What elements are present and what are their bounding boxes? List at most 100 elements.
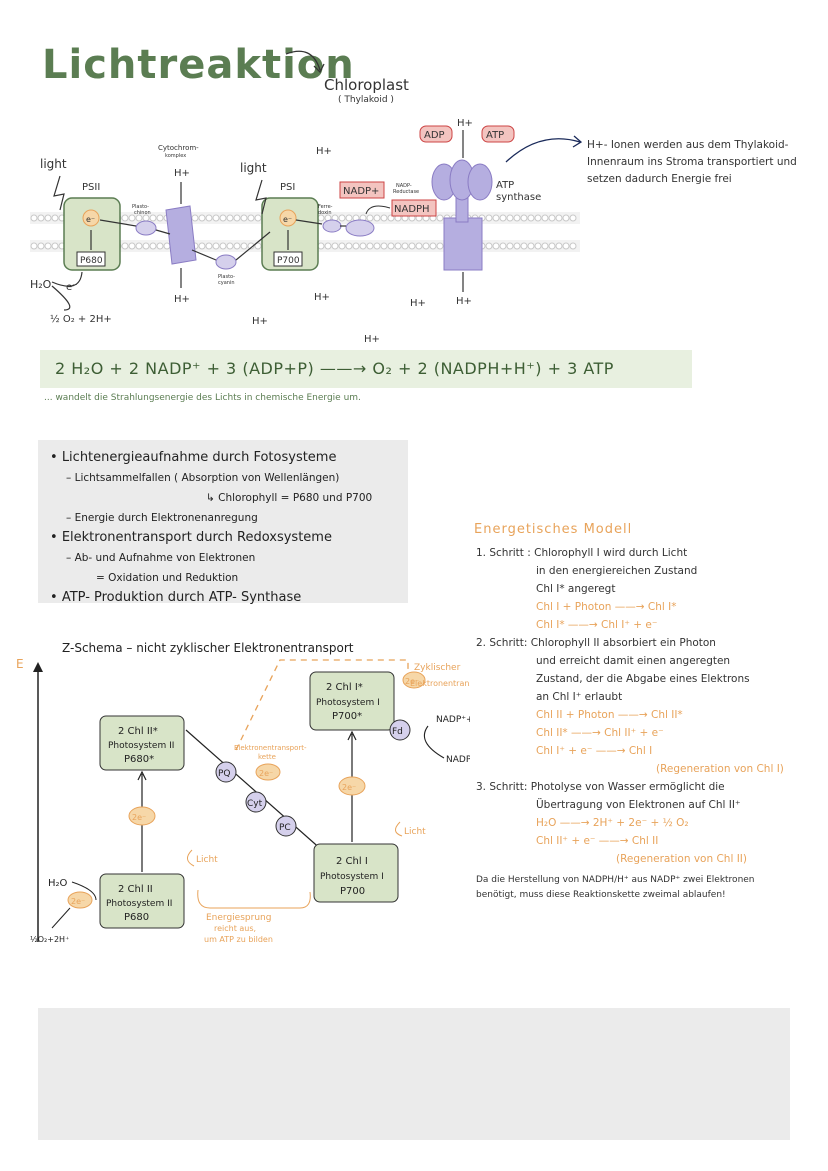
svg-text:NADP⁺+2H⁺: NADP⁺+2H⁺ xyxy=(436,715,470,725)
svg-text:P700: P700 xyxy=(277,256,300,266)
lipid-head xyxy=(394,242,402,250)
svg-text:Cytochrom-: Cytochrom- xyxy=(158,144,199,152)
svg-text:2 Chl II: 2 Chl II xyxy=(118,884,153,895)
ps2-ground-box xyxy=(99,873,185,929)
svg-text:P680*: P680* xyxy=(124,754,154,765)
summary-list: • Lichtenergieaufnahme durch Fotosysteme… xyxy=(50,448,372,608)
lipid-head xyxy=(555,242,563,250)
lipid-head xyxy=(485,242,493,250)
equation-note: ... wandelt die Strahlungsenergie des Li… xyxy=(44,393,361,403)
summary-box xyxy=(38,440,408,603)
lipid-head xyxy=(142,242,150,250)
svg-text:synthase: synthase xyxy=(496,192,541,203)
lipid-head xyxy=(569,242,577,250)
svg-text:P680: P680 xyxy=(124,912,149,923)
lipid-head xyxy=(205,242,213,250)
lipid-head xyxy=(520,214,528,222)
ps2-excited-box xyxy=(99,715,185,771)
atp-synthase-base xyxy=(443,217,483,271)
light-label-2: light xyxy=(240,161,267,175)
svg-text:2e⁻: 2e⁻ xyxy=(132,813,146,822)
text-line: Chl II* ——→ Chl II⁺ + e⁻ xyxy=(536,727,664,739)
lipid-head xyxy=(121,214,129,222)
lipid-head xyxy=(30,214,38,222)
energy-model-title: Energetisches Modell xyxy=(474,522,633,537)
list-item: = Oxidation und Reduktion xyxy=(96,572,239,584)
lipid-head xyxy=(226,242,234,250)
lipid-head xyxy=(562,242,570,250)
svg-text:cyanin: cyanin xyxy=(218,280,235,286)
text-line: und erreicht damit einen angeregten xyxy=(536,655,731,667)
lipid-head xyxy=(541,214,549,222)
text-line: in den energiereichen Zustand xyxy=(536,565,698,577)
svg-text:Elektronentransport: Elektronentransport xyxy=(410,679,470,688)
lipid-head xyxy=(121,242,129,250)
text-line: an Chl I⁺ erlaubt xyxy=(536,691,623,703)
lipid-head xyxy=(422,242,430,250)
p700-box xyxy=(273,251,303,267)
svg-text:e⁻: e⁻ xyxy=(283,215,292,224)
lipid-head xyxy=(128,242,136,250)
lipid-head xyxy=(149,214,157,222)
svg-text:NADP-: NADP- xyxy=(396,183,412,189)
svg-text:chinon: chinon xyxy=(134,210,151,216)
svg-text:2e⁻: 2e⁻ xyxy=(259,769,273,778)
lipid-head xyxy=(44,242,52,250)
lipid-head xyxy=(569,214,577,222)
empty-panel xyxy=(38,1008,790,1140)
lipid-head xyxy=(527,242,535,250)
lipid-head xyxy=(380,242,388,250)
text-line: 3. Schritt: Photolyse von Wasser ermögli… xyxy=(476,781,725,793)
lipid-head xyxy=(219,214,227,222)
lipid-head xyxy=(366,242,374,250)
list-item: • ATP- Produktion durch ATP- Synthase xyxy=(50,590,302,605)
electron-icon xyxy=(279,209,297,227)
text-line: benötigt, muss diese Reaktionskette zwei… xyxy=(476,890,726,900)
subtitle: Chloroplast xyxy=(324,76,409,94)
lipid-head xyxy=(226,214,234,222)
lipid-head xyxy=(548,242,556,250)
svg-text:H₂O: H₂O xyxy=(30,278,52,291)
energy-model-text: 1. Schritt : Chlorophyll I wird durch Li… xyxy=(476,544,806,902)
two-electron-badge xyxy=(128,806,156,826)
svg-text:NADPH: NADPH xyxy=(394,204,430,215)
proton-note: H+- Ionen werden aus dem Thylakoid- Inne… xyxy=(587,139,797,185)
svg-text:Plasto-: Plasto- xyxy=(132,204,149,210)
lipid-head xyxy=(555,214,563,222)
pq-carrier xyxy=(215,761,237,783)
list-item: • Elektronentransport durch Redoxsysteme xyxy=(50,530,332,545)
lipid-head xyxy=(401,242,409,250)
svg-text:Energiesprung: Energiesprung xyxy=(206,913,271,923)
lipid-head xyxy=(345,242,353,250)
lipid-head xyxy=(163,242,171,250)
lipid-head xyxy=(37,214,45,222)
svg-text:2 Chl I*: 2 Chl I* xyxy=(326,682,363,693)
lipid-head xyxy=(338,214,346,222)
svg-text:Cyt: Cyt xyxy=(247,799,263,809)
lipid-head xyxy=(198,214,206,222)
lipid-head xyxy=(198,242,206,250)
svg-text:Fd: Fd xyxy=(392,727,403,737)
svg-text:NADP+: NADP+ xyxy=(343,186,379,197)
svg-text:P700*: P700* xyxy=(332,711,362,722)
list-item: ↳ Chlorophyll = P680 und P700 xyxy=(206,492,373,504)
svg-text:H+: H+ xyxy=(316,146,332,157)
svg-text:reicht aus,: reicht aus, xyxy=(214,924,256,933)
text-line: Zustand, der die Abgabe eines Elektrons xyxy=(536,673,750,685)
list-item: • Lichtenergieaufnahme durch Fotosysteme xyxy=(50,450,337,465)
lipid-head xyxy=(492,214,500,222)
lipid-head xyxy=(380,214,388,222)
pc-carrier xyxy=(275,815,297,837)
lipid-head xyxy=(366,214,374,222)
lipid-head xyxy=(135,242,143,250)
svg-text:H+: H+ xyxy=(410,298,426,309)
svg-text:doxin: doxin xyxy=(318,210,332,216)
fd-carrier xyxy=(389,719,411,741)
lipid-head xyxy=(541,242,549,250)
thylakoid-membrane-diagram: /* placeholder */ PSII e⁻ P680 light Pla… xyxy=(30,118,583,345)
adp-box xyxy=(419,125,453,143)
lipid-head xyxy=(135,214,143,222)
curved-arrow-icon xyxy=(285,50,325,74)
ps1-ground-box xyxy=(313,843,399,903)
svg-text:H+: H+ xyxy=(456,296,472,307)
